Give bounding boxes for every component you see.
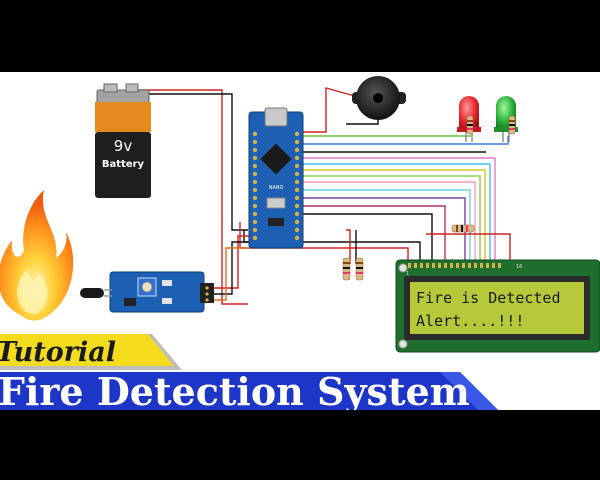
battery-voltage: 9v bbox=[114, 137, 133, 155]
resistor-led-red bbox=[466, 115, 474, 135]
circuit-diagram: 9v Battery bbox=[0, 72, 600, 410]
resistor-led-green bbox=[508, 115, 516, 135]
lcd-line-1: Fire is Detected bbox=[416, 289, 561, 307]
wire-sensor-do bbox=[214, 247, 250, 301]
lcd-pin-label-end: 16 bbox=[516, 264, 522, 270]
resistor-contrast-1 bbox=[342, 257, 351, 281]
wire-led-green-sig bbox=[303, 136, 509, 145]
tutorial-label: Tutorial bbox=[0, 337, 116, 368]
buzzer bbox=[352, 76, 406, 120]
nano-label: NANO bbox=[269, 185, 284, 191]
wire-sensor-gnd bbox=[214, 241, 250, 295]
resistor-lcd-backlight bbox=[451, 224, 475, 233]
wire-buzzer-red bbox=[300, 87, 363, 133]
wires bbox=[130, 87, 511, 305]
flame-sensor-module bbox=[80, 271, 214, 313]
lcd-pin-label-start: 1 bbox=[406, 271, 409, 277]
title-banner: Fire Detection System bbox=[0, 369, 498, 410]
arduino-nano: NANO bbox=[248, 107, 304, 249]
lcd-16x2: 1 16 Fire is Detected Alert....!!! bbox=[395, 259, 600, 353]
wire-battery-black bbox=[135, 93, 248, 231]
flame-icon bbox=[0, 190, 74, 321]
title-text: Fire Detection System bbox=[0, 369, 470, 410]
resistor-contrast-2 bbox=[355, 257, 364, 281]
wire-battery-red bbox=[130, 89, 248, 305]
battery-9v: 9v Battery bbox=[95, 83, 151, 198]
tutorial-banner: Tutorial bbox=[0, 334, 182, 370]
battery-label: Battery bbox=[102, 159, 145, 170]
lcd-line-2: Alert....!!! bbox=[416, 312, 524, 330]
